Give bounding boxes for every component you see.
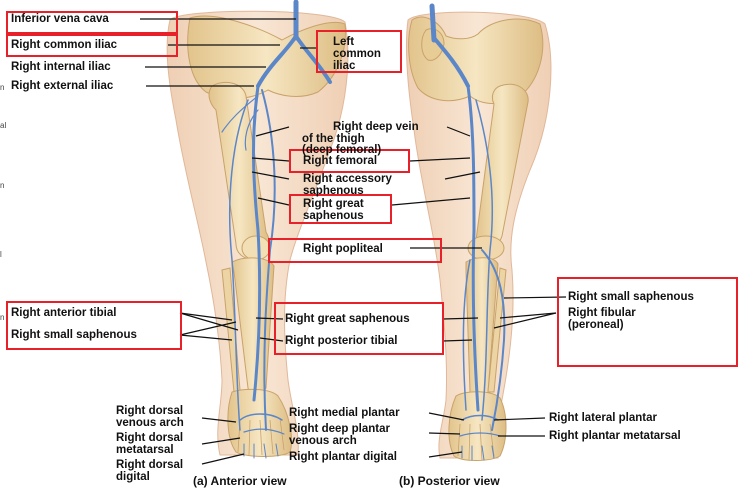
- label-right-dorsal-metatarsal-line1: Right dorsal: [116, 432, 183, 444]
- highlight-box-center-tibial-labels: [274, 302, 444, 355]
- label-right-common-iliac: Right common iliac: [11, 39, 117, 51]
- label-right-external-iliac: Right external iliac: [11, 80, 113, 92]
- label-left-common-iliac-line1: Left: [333, 36, 354, 48]
- label-right-lateral-plantar: Right lateral plantar: [549, 412, 657, 424]
- label-right-femoral: Right femoral: [303, 155, 377, 167]
- label-right-plantar-metatarsal: Right plantar metatarsal: [549, 430, 681, 442]
- anterior-patella: [242, 236, 270, 260]
- label-right-great-saphenous-upper-line1: Right great: [303, 198, 364, 210]
- edge-fragment: l: [0, 250, 2, 259]
- edge-fragment: al: [0, 121, 6, 130]
- label-right-dorsal-metatarsal-line2: metatarsal: [116, 444, 174, 456]
- label-left-common-iliac-line2: common: [333, 48, 381, 60]
- label-right-plantar-digital: Right plantar digital: [289, 451, 397, 463]
- edge-fragment: n: [0, 83, 4, 92]
- label-deep-vein-line1: Right deep vein: [333, 121, 419, 133]
- label-right-small-saphenous-right: Right small saphenous: [568, 291, 694, 303]
- label-right-fibular-line1: Right fibular: [568, 307, 636, 319]
- label-right-accessory-line1: Right accessory: [303, 173, 392, 185]
- label-right-deep-plantar-line2: venous arch: [289, 435, 357, 447]
- label-right-medial-plantar: Right medial plantar: [289, 407, 400, 419]
- posterior-leg-figure: [406, 6, 551, 461]
- label-right-great-saphenous: Right great saphenous: [285, 313, 410, 325]
- label-right-fibular-line2: (peroneal): [568, 319, 624, 331]
- label-right-internal-iliac: Right internal iliac: [11, 61, 111, 73]
- label-inferior-vena-cava: Inferior vena cava: [11, 13, 109, 25]
- label-left-common-iliac-line3: iliac: [333, 60, 355, 72]
- edge-fragment: n: [0, 313, 4, 322]
- edge-fragment: n: [0, 181, 4, 190]
- label-right-dorsal-venous-arch-line1: Right dorsal: [116, 405, 183, 417]
- label-right-deep-plantar-line1: Right deep plantar: [289, 423, 390, 435]
- caption-posterior-view: (b) Posterior view: [399, 474, 500, 488]
- label-right-dorsal-digital-line1: Right dorsal: [116, 459, 183, 471]
- label-right-anterior-tibial: Right anterior tibial: [11, 307, 116, 319]
- label-right-great-saphenous-upper-line2: saphenous: [303, 210, 364, 222]
- label-right-dorsal-venous-arch-line2: venous arch: [116, 417, 184, 429]
- label-right-posterior-tibial: Right posterior tibial: [285, 335, 397, 347]
- label-right-popliteal: Right popliteal: [303, 243, 383, 255]
- label-right-accessory-line2: saphenous: [303, 185, 364, 197]
- label-right-dorsal-digital-line2: digital: [116, 471, 150, 483]
- caption-anterior-view: (a) Anterior view: [193, 474, 287, 488]
- label-right-small-saphenous-left: Right small saphenous: [11, 329, 137, 341]
